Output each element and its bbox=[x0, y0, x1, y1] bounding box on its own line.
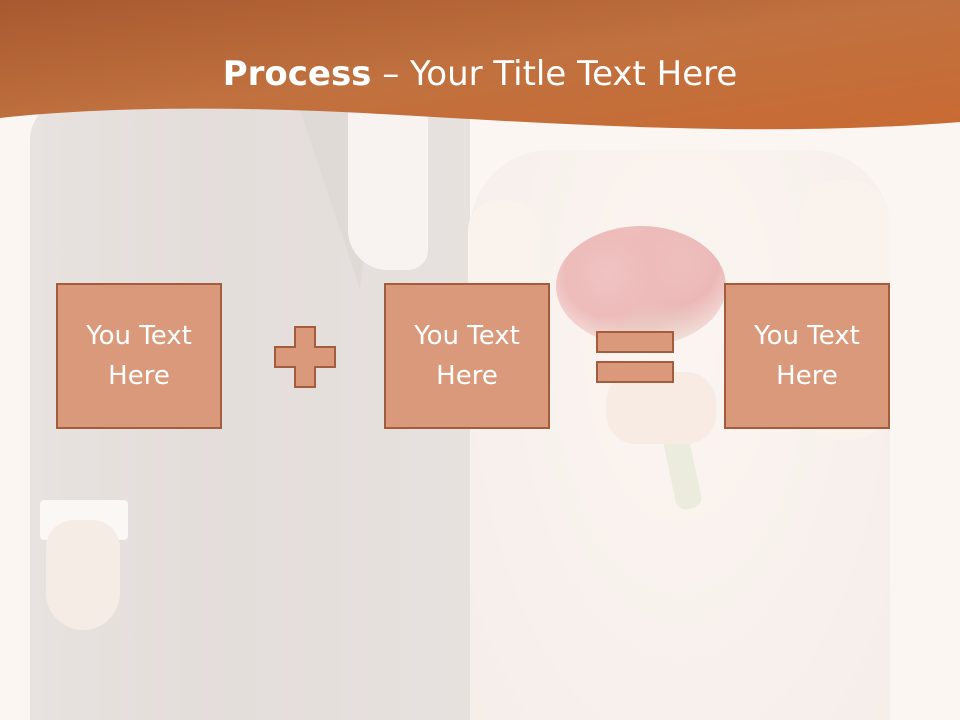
title-bold: Process bbox=[222, 54, 372, 94]
groom-hand bbox=[46, 520, 120, 630]
process-box-1-label: You Text Here bbox=[86, 321, 192, 391]
process-box-2-label: You Text Here bbox=[414, 321, 520, 391]
groom-shirt bbox=[348, 100, 428, 270]
process-box-3[interactable]: You Text Here bbox=[724, 283, 890, 429]
bride-hand bbox=[606, 372, 716, 444]
title-rest: – Your Title Text Here bbox=[371, 54, 738, 94]
process-box-2[interactable]: You Text Here bbox=[384, 283, 550, 429]
title-banner bbox=[0, 0, 960, 140]
process-box-3-label: You Text Here bbox=[754, 321, 860, 391]
plus-icon bbox=[274, 326, 336, 388]
slide-title: Process – Your Title Text Here bbox=[0, 52, 960, 96]
process-box-1[interactable]: You Text Here bbox=[56, 283, 222, 429]
rose-bouquet bbox=[556, 226, 726, 346]
equals-icon bbox=[596, 331, 674, 383]
